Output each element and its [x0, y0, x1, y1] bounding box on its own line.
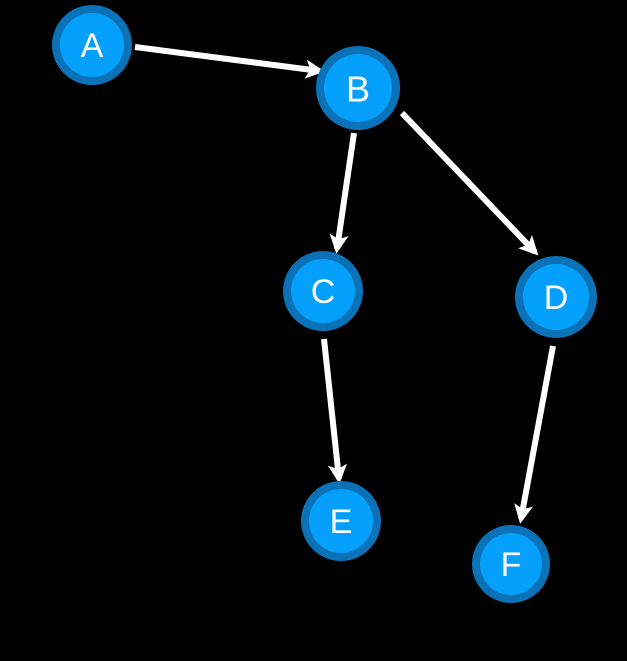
node-core-c — [291, 259, 355, 323]
graph-node-e[interactable]: E — [301, 481, 381, 561]
graph-node-f[interactable]: F — [472, 525, 550, 603]
edges-layer — [134, 44, 556, 524]
graph-node-b[interactable]: B — [316, 46, 400, 130]
graph-edge-b-to-d[interactable] — [399, 110, 539, 256]
graph-node-d[interactable]: D — [515, 256, 597, 338]
node-core-a — [60, 13, 124, 77]
node-core-e — [309, 489, 373, 553]
node-core-f — [480, 533, 542, 595]
node-core-d — [523, 264, 589, 330]
graph-edge-c-to-e[interactable] — [321, 338, 348, 484]
graph-node-a[interactable]: A — [52, 5, 132, 85]
graph-edge-d-to-f[interactable] — [514, 345, 556, 524]
graph-node-c[interactable]: C — [283, 251, 363, 331]
node-core-b — [324, 54, 392, 122]
nodes-layer: A B C D E F — [52, 5, 597, 603]
graph-edge-a-to-b[interactable] — [134, 44, 325, 79]
graph-edge-b-to-c[interactable] — [329, 132, 357, 254]
